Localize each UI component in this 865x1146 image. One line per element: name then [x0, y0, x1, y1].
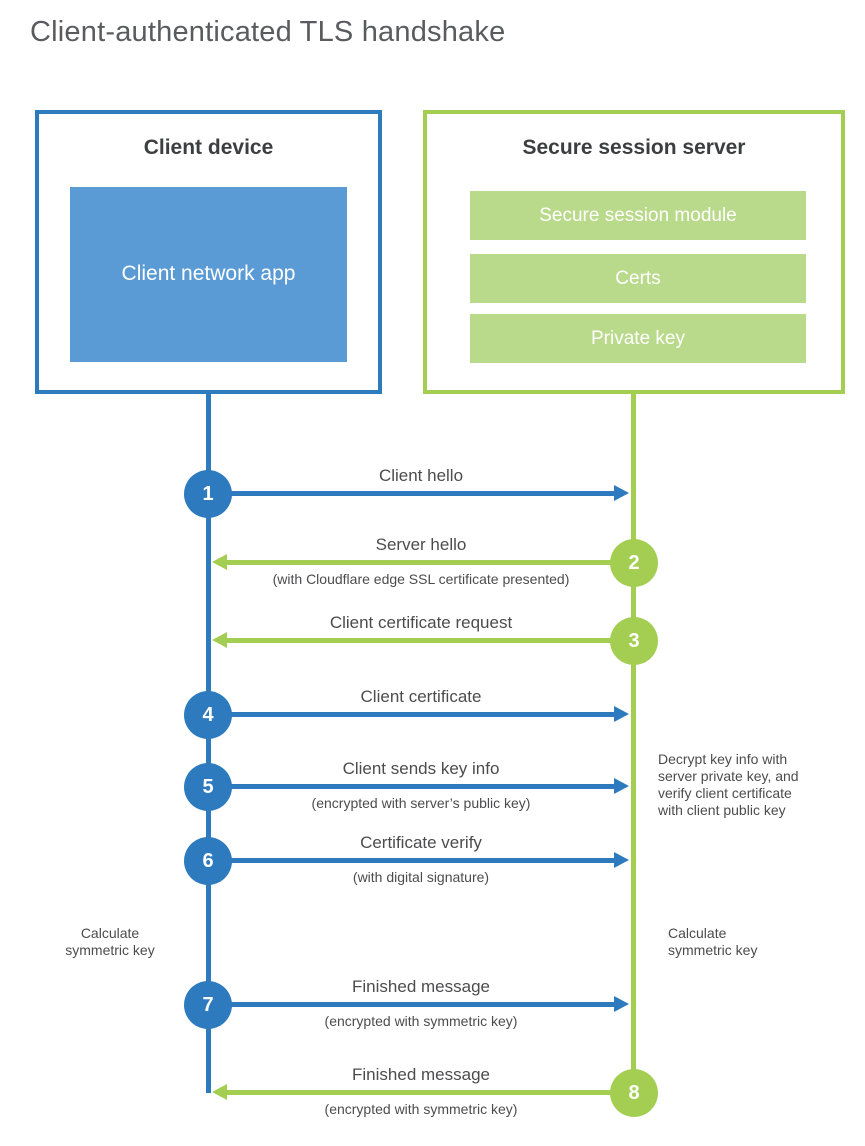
step-2-circle: 2 [610, 539, 658, 587]
step-4-label: Client certificate [360, 687, 482, 706]
secure-session-server-box: Secure session server Secure session mod… [423, 110, 845, 394]
client-network-app-label: Client network app [121, 262, 296, 286]
step-6-circle: 6 [184, 837, 232, 885]
step-2-arrow-left [212, 554, 633, 570]
server-lifeline [631, 392, 636, 1093]
step-3-circle: 3 [610, 617, 658, 665]
step-2-label: Server hello [375, 535, 467, 554]
step-4-arrow-right [209, 706, 629, 722]
client-network-app-box: Client network app [70, 187, 347, 362]
step-2-sublabel: (with Cloudflare edge SSL certificate pr… [272, 571, 570, 587]
step-8-circle: 8 [610, 1069, 658, 1117]
client-lifeline [206, 392, 211, 1093]
step-5-circle: 5 [184, 763, 232, 811]
step-8-arrow-left [212, 1084, 633, 1100]
client-device-title: Client device [143, 136, 274, 159]
step-8-sublabel: (encrypted with symmetric key) [324, 1101, 518, 1117]
page-title: Client-authenticated TLS handshake [30, 16, 506, 48]
step-7-label: Finished message [352, 977, 490, 996]
server-module-secure-session: Secure session module [470, 191, 806, 240]
server-decrypt-note: Decrypt key info with server private key… [658, 751, 799, 818]
step-5-arrow-right [209, 778, 629, 794]
step-6-arrow-right [209, 852, 629, 868]
step-1-label: Client hello [378, 466, 464, 485]
step-7-sublabel: (encrypted with symmetric key) [324, 1013, 518, 1029]
step-3-arrow-left [212, 632, 633, 648]
calculate-symmetric-key-right-note: Calculate symmetric key [668, 925, 758, 958]
step-4-circle: 4 [184, 691, 232, 739]
server-module-certs: Certs [470, 254, 806, 303]
step-7-circle: 7 [184, 981, 232, 1029]
step-3-label: Client certificate request [329, 613, 513, 632]
server-title: Secure session server [522, 136, 746, 159]
step-6-sublabel: (with digital signature) [352, 869, 490, 885]
server-module-private-key: Private key [470, 314, 806, 363]
step-5-sublabel: (encrypted with server’s public key) [311, 795, 531, 811]
step-1-arrow-right [209, 485, 629, 501]
step-5-label: Client sends key info [342, 759, 500, 778]
calculate-symmetric-key-left-note: Calculate symmetric key [65, 925, 155, 958]
step-7-arrow-right [209, 996, 629, 1012]
step-6-label: Certificate verify [360, 833, 482, 852]
step-1-circle: 1 [184, 470, 232, 518]
step-8-label: Finished message [352, 1065, 490, 1084]
client-device-box: Client device Client network app [35, 110, 382, 394]
